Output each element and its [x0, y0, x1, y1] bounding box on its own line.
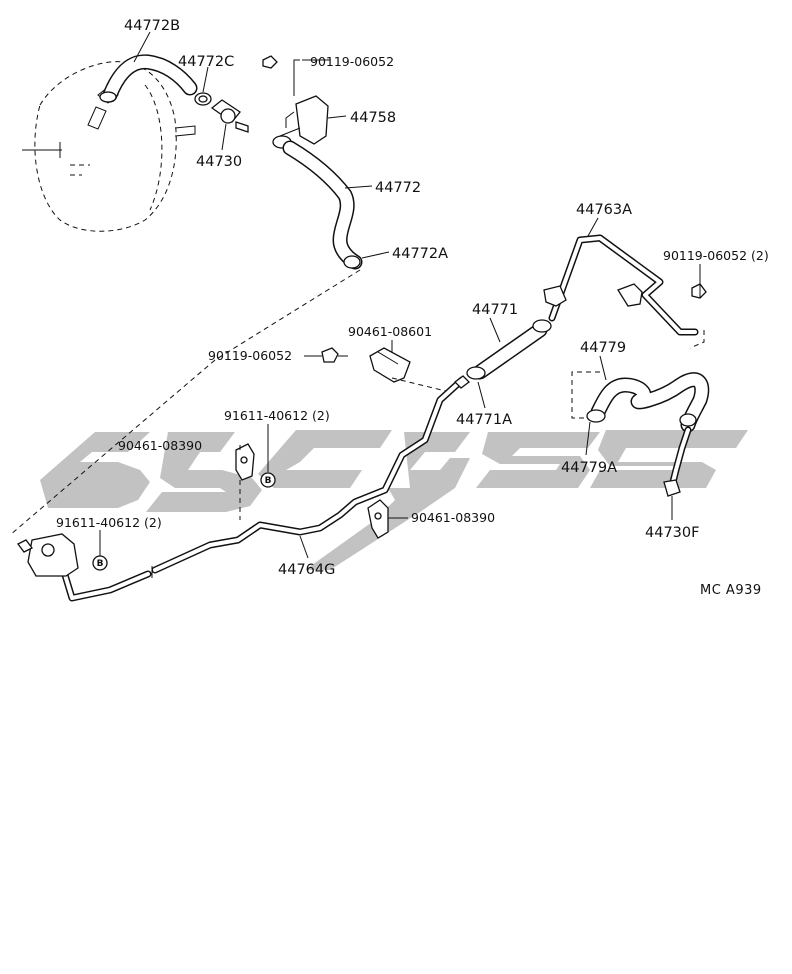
label-44779: 44779	[580, 340, 626, 356]
hose-44771	[454, 319, 552, 389]
label-90119-06052-2: 90119-06052 (2)	[663, 248, 769, 263]
label-90461-08390-upper: 90461-08390	[118, 438, 202, 453]
clip-44772c	[194, 92, 212, 106]
part-labels: 44772B 44772C 44730 90119-06052 44758 44…	[56, 18, 769, 598]
label-44764g: 44764G	[278, 562, 335, 578]
clamp-90461-08601	[369, 347, 411, 383]
label-44771a: 44771A	[456, 412, 512, 428]
hose-44772b	[99, 54, 198, 103]
label-44779a: 44779A	[561, 460, 617, 476]
watermark	[40, 430, 748, 570]
reference-code: MC A939	[700, 583, 762, 598]
label-90461-08601: 90461-08601	[348, 324, 432, 339]
pipe-44730f	[663, 426, 692, 497]
hose-44772	[282, 140, 363, 270]
label-44730: 44730	[196, 154, 242, 170]
check-valve-44730	[210, 99, 249, 133]
label-44758: 44758	[350, 110, 396, 126]
bolt-90119-mid	[321, 347, 348, 363]
bracket-44758	[262, 55, 329, 149]
brake-booster	[22, 61, 196, 232]
label-44772b: 44772B	[124, 18, 180, 34]
label-44772: 44772	[375, 180, 421, 196]
label-90119-06052-top: 90119-06052	[310, 54, 394, 69]
pump-lower-left	[17, 533, 79, 577]
label-91611-40612-2-lower: 91611-40612 (2)	[56, 515, 162, 530]
svg-text:B: B	[265, 476, 272, 486]
bolt-marker-upper: B	[260, 472, 276, 488]
leader-lines	[99, 31, 701, 559]
hose-44779	[586, 372, 710, 433]
bracket-90461-08390-lower	[367, 499, 389, 539]
bolt-marker-lower: B	[92, 555, 108, 571]
label-44772c: 44772C	[178, 54, 234, 70]
label-90461-08390-lower: 90461-08390	[411, 510, 495, 525]
pipe-44764g	[58, 376, 466, 602]
label-44763a: 44763A	[576, 202, 632, 218]
label-44730f: 44730F	[645, 525, 699, 541]
label-44771: 44771	[472, 302, 518, 318]
bracket-90461-08390-upper	[235, 443, 255, 520]
label-91611-40612-2-upper: 91611-40612 (2)	[224, 408, 330, 423]
pipe-44763a	[543, 234, 707, 336]
label-90119-06052-mid: 90119-06052	[208, 348, 292, 363]
label-44772a: 44772A	[392, 246, 448, 262]
svg-text:B: B	[97, 559, 104, 569]
